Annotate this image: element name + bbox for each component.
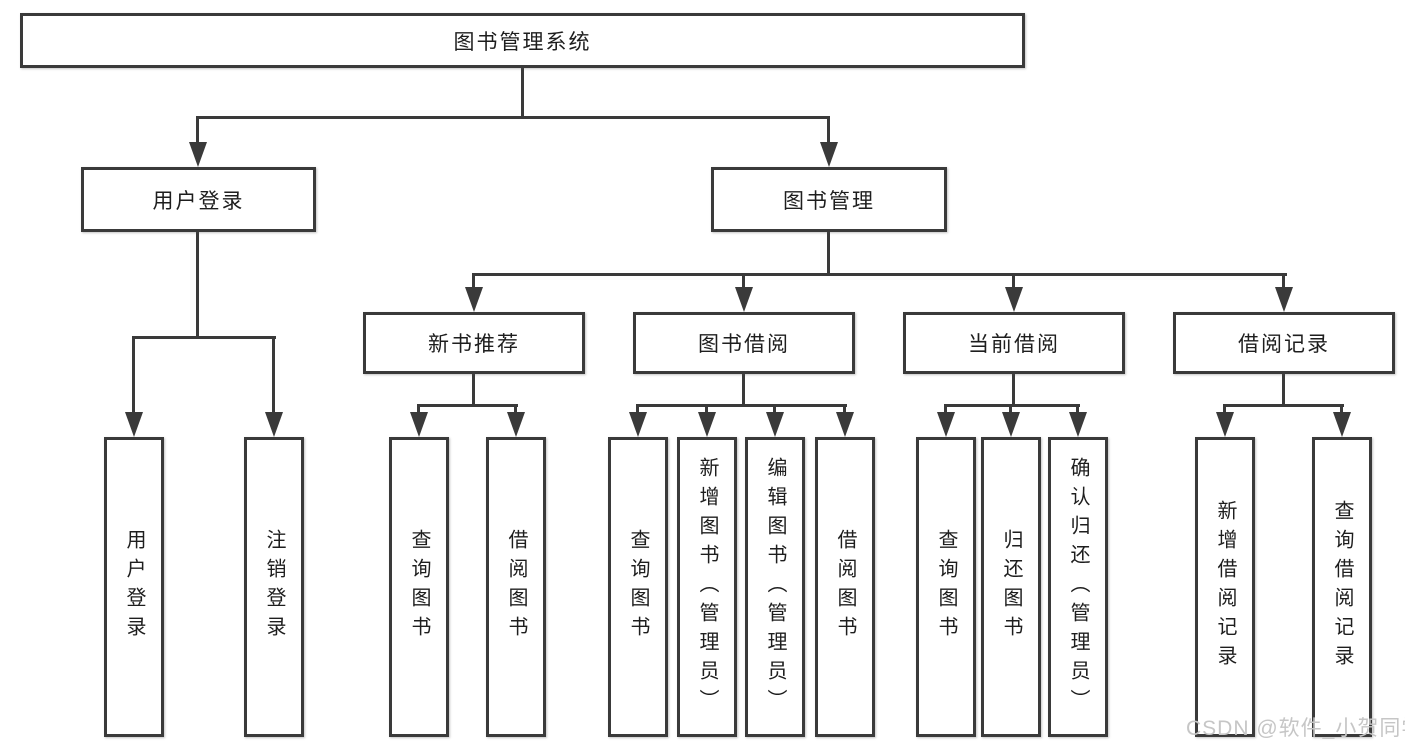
arrow-down-icon xyxy=(1005,287,1023,312)
connector-line xyxy=(132,336,135,414)
node-user-login: 用户登录 xyxy=(81,167,316,232)
leaf-confirm-return-admin: 确认归还（管理员） xyxy=(1048,437,1108,737)
connector-line xyxy=(1340,404,1343,414)
node-label: 确认归还（管理员） xyxy=(1067,456,1089,718)
node-current-borrow: 当前借阅 xyxy=(903,312,1125,374)
connector-line xyxy=(272,336,275,414)
connector-line xyxy=(417,404,420,414)
node-label: 用户登录 xyxy=(123,529,145,645)
arrow-down-icon xyxy=(820,142,838,167)
node-label: 新增图书（管理员） xyxy=(696,456,718,718)
arrow-down-icon xyxy=(465,287,483,312)
connector-line xyxy=(827,116,830,144)
leaf-query-borrow-record: 查询借阅记录 xyxy=(1312,437,1372,737)
leaf-borrow-books: 借阅图书 xyxy=(815,437,875,737)
leaf-edit-book-admin: 编辑图书（管理员） xyxy=(745,437,805,737)
arrow-down-icon xyxy=(698,412,716,437)
leaf-query-books-borrow: 查询图书 xyxy=(608,437,668,737)
connector-line xyxy=(843,404,846,414)
node-book-borrow: 图书借阅 xyxy=(633,312,855,374)
connector-line xyxy=(1009,404,1012,414)
connector-line xyxy=(636,404,639,414)
connector-line xyxy=(1223,404,1226,414)
node-label: 编辑图书（管理员） xyxy=(764,456,786,718)
node-new-book-recommend: 新书推荐 xyxy=(363,312,585,374)
connector-line xyxy=(1223,404,1344,407)
arrow-down-icon xyxy=(937,412,955,437)
leaf-query-books-current: 查询图书 xyxy=(916,437,976,737)
arrow-down-icon xyxy=(125,412,143,437)
connector-line xyxy=(1282,374,1285,406)
connector-line xyxy=(472,273,1287,276)
node-label: 查询图书 xyxy=(408,529,430,645)
node-label: 借阅图书 xyxy=(834,529,856,645)
connector-line xyxy=(773,404,776,414)
node-label: 新增借阅记录 xyxy=(1214,500,1236,674)
connector-line xyxy=(132,336,276,339)
connector-line xyxy=(742,374,745,406)
arrow-down-icon xyxy=(1216,412,1234,437)
connector-line xyxy=(472,273,475,289)
arrow-down-icon xyxy=(1002,412,1020,437)
leaf-borrow-books-recommend: 借阅图书 xyxy=(486,437,546,737)
node-label: 图书借阅 xyxy=(698,333,790,356)
connector-line xyxy=(514,404,517,414)
leaf-logout: 注销登录 xyxy=(244,437,304,737)
connector-line xyxy=(472,374,475,406)
node-label: 注销登录 xyxy=(263,529,285,645)
node-label: 借阅图书 xyxy=(505,529,527,645)
leaf-user-login: 用户登录 xyxy=(104,437,164,737)
node-label: 新书推荐 xyxy=(428,333,520,356)
node-label: 图书管理系统 xyxy=(453,30,592,54)
node-label: 用户登录 xyxy=(152,189,245,213)
node-label: 当前借阅 xyxy=(968,333,1060,356)
node-label: 借阅记录 xyxy=(1238,333,1330,356)
arrow-down-icon xyxy=(735,287,753,312)
node-borrow-records: 借阅记录 xyxy=(1173,312,1395,374)
csdn-watermark: CSDN @软件_小贺同学 xyxy=(1186,717,1405,740)
leaf-query-books-recommend: 查询图书 xyxy=(389,437,449,737)
arrow-down-icon xyxy=(1069,412,1087,437)
arrow-down-icon xyxy=(507,412,525,437)
connector-line xyxy=(742,273,745,289)
connector-line xyxy=(1282,273,1285,289)
arrow-down-icon xyxy=(410,412,428,437)
connector-line xyxy=(196,116,830,119)
arrow-down-icon xyxy=(766,412,784,437)
connector-line xyxy=(521,68,524,116)
connector-line xyxy=(827,232,830,275)
node-label: 查询借阅记录 xyxy=(1331,500,1353,674)
connector-line xyxy=(1076,404,1079,414)
leaf-add-borrow-record: 新增借阅记录 xyxy=(1195,437,1255,737)
connector-line xyxy=(1012,273,1015,289)
arrow-down-icon xyxy=(629,412,647,437)
arrow-down-icon xyxy=(1275,287,1293,312)
arrow-down-icon xyxy=(1333,412,1351,437)
arrow-down-icon xyxy=(836,412,854,437)
node-label: 图书管理 xyxy=(783,189,875,213)
connector-line xyxy=(944,404,1080,407)
arrow-down-icon xyxy=(189,142,207,167)
connector-line xyxy=(944,404,947,414)
arrow-down-icon xyxy=(265,412,283,437)
leaf-add-book-admin: 新增图书（管理员） xyxy=(677,437,737,737)
connector-line xyxy=(636,404,847,407)
connector-line xyxy=(196,116,199,144)
node-label: 归还图书 xyxy=(1000,529,1022,645)
node-label: 查询图书 xyxy=(935,529,957,645)
connector-line xyxy=(1012,374,1015,406)
leaf-return-book: 归还图书 xyxy=(981,437,1041,737)
node-book-management: 图书管理 xyxy=(711,167,947,232)
node-label: 查询图书 xyxy=(627,529,649,645)
node-root: 图书管理系统 xyxy=(20,13,1025,68)
connector-line xyxy=(417,404,518,407)
connector-line xyxy=(196,232,199,338)
connector-line xyxy=(705,404,708,414)
